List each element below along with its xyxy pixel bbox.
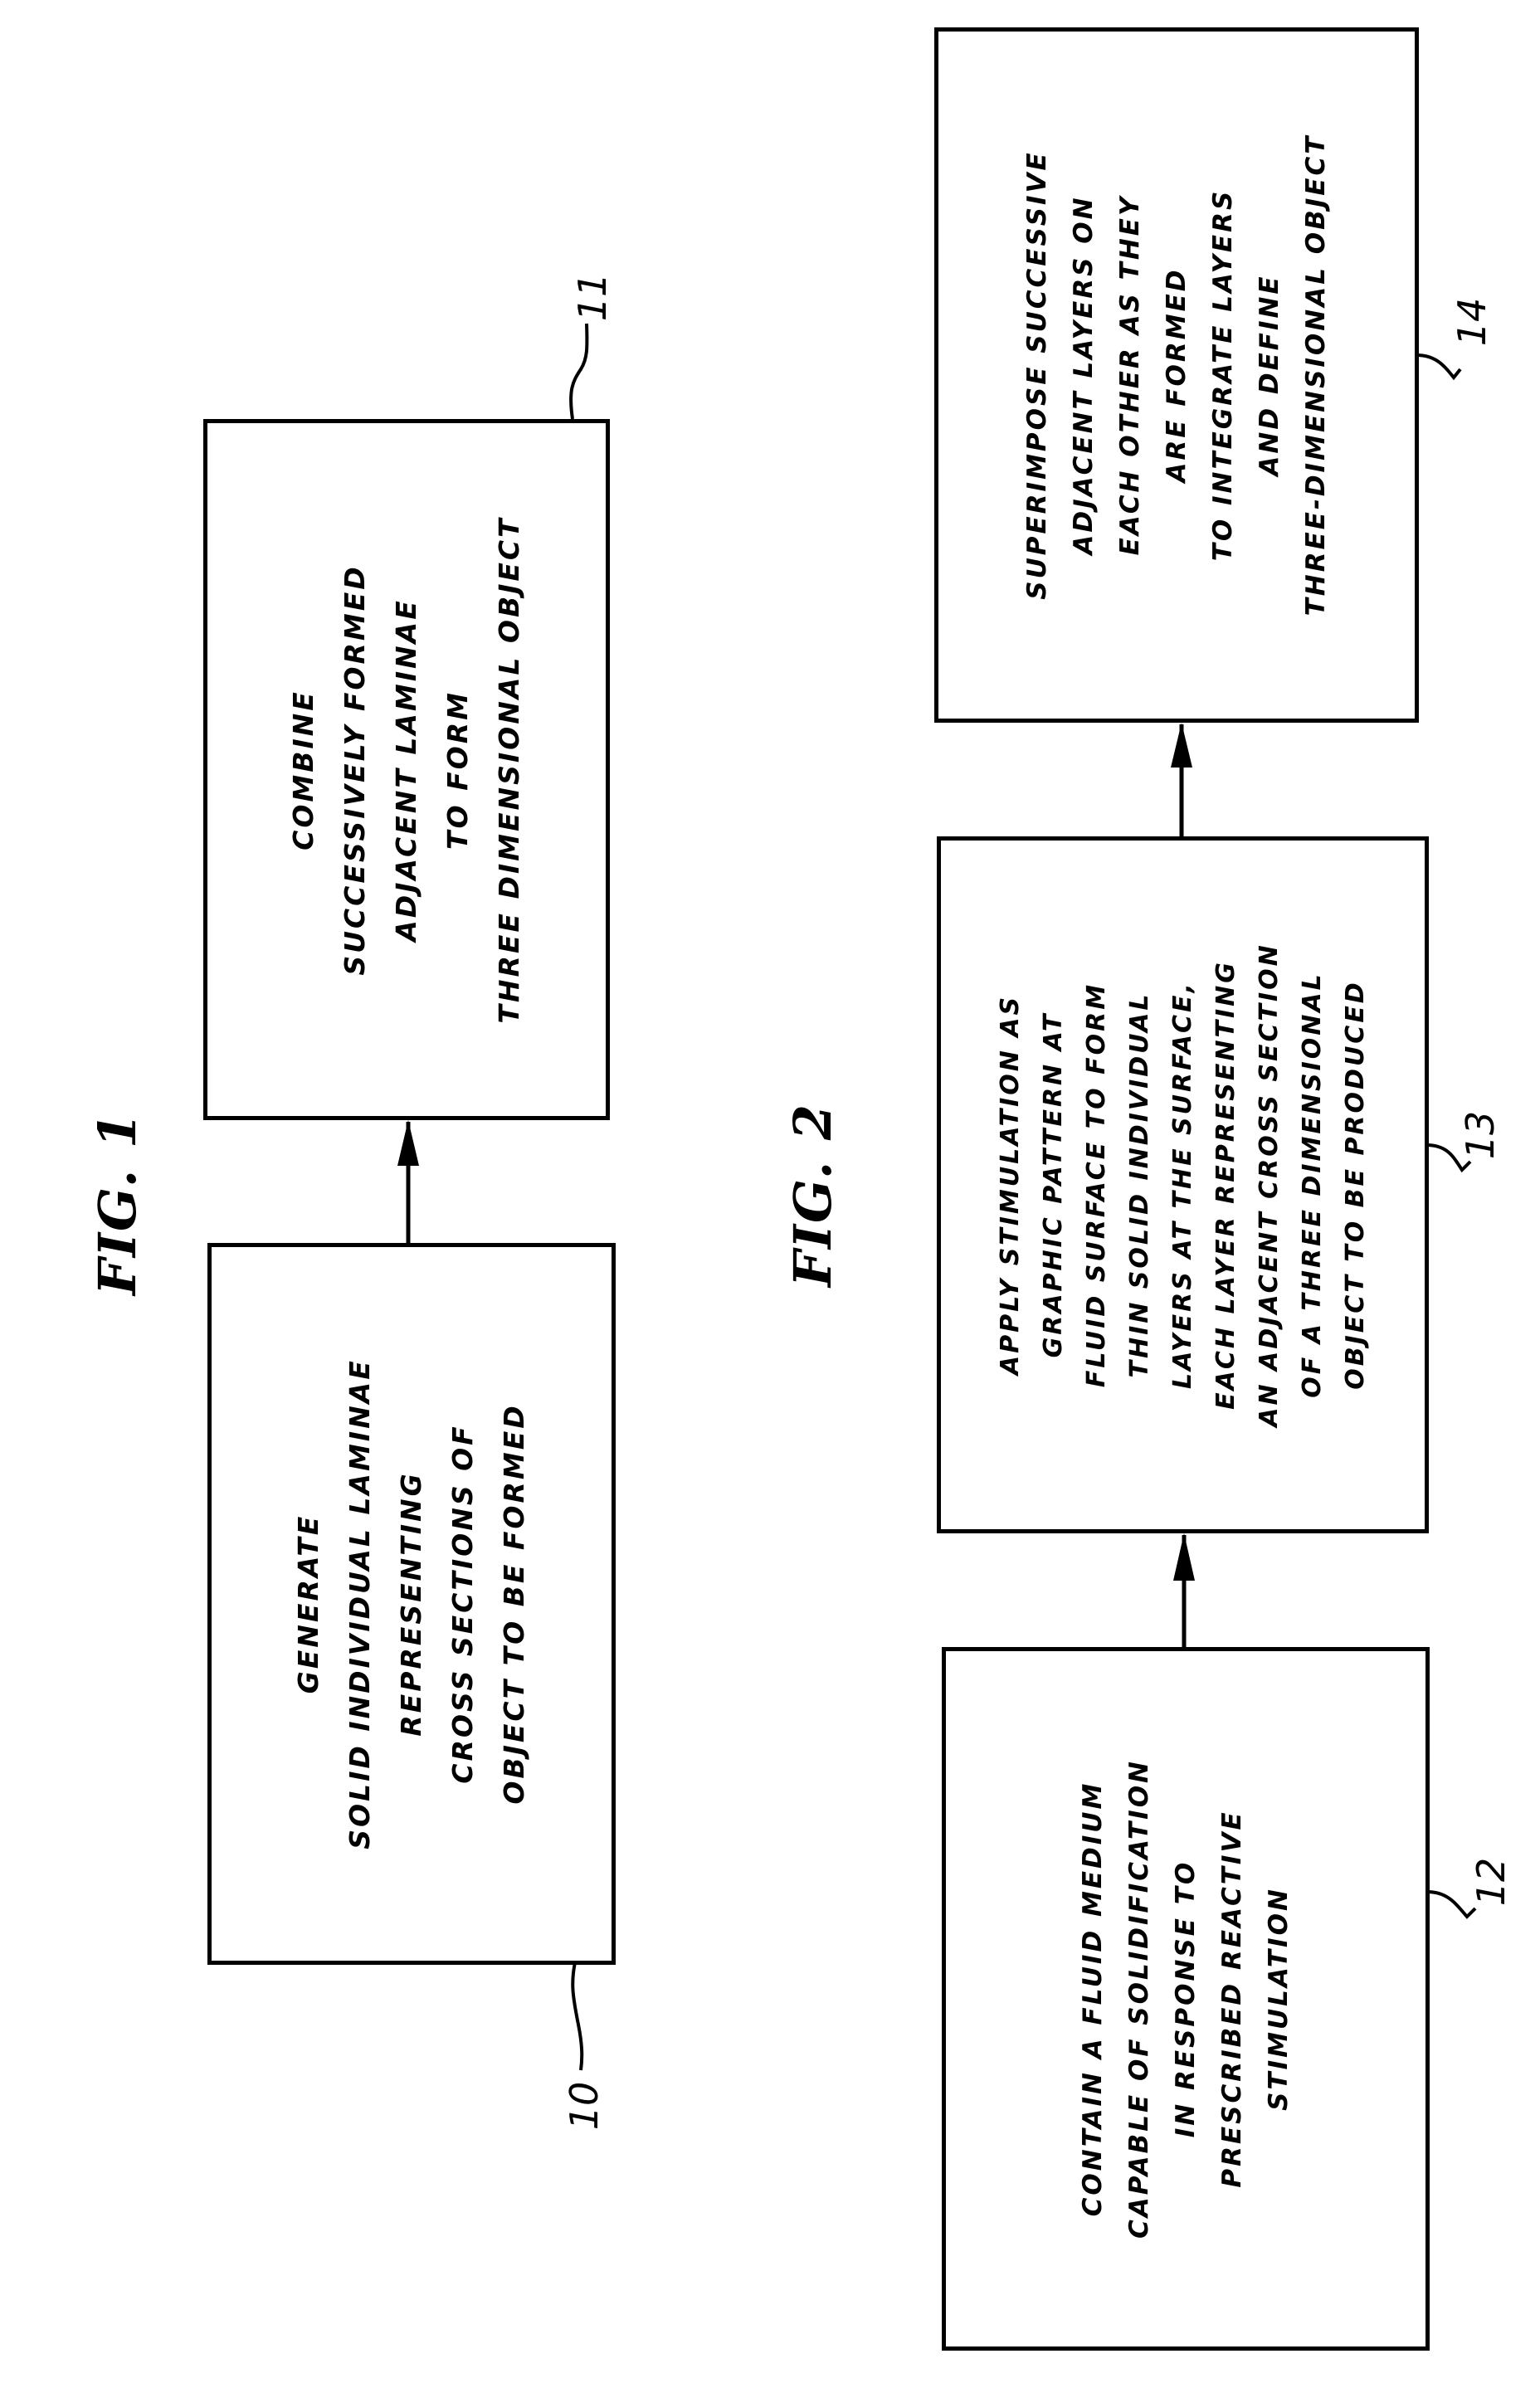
step-line: THREE-DIMENSIONAL OBJECT (1293, 134, 1339, 616)
flow-arrow-13-to-14 (1171, 723, 1192, 838)
reference-numeral-12: 12 (1469, 1857, 1515, 1907)
leader-line-10 (573, 1962, 582, 2070)
reference-numeral-11: 11 (570, 272, 616, 322)
step-line: GRAPHIC PATTERN AT (1032, 943, 1075, 1426)
arrow-head-icon (1171, 723, 1192, 768)
step-line: SUCCESSIVELY FORMED (329, 516, 381, 1023)
reference-numeral-10: 10 (562, 2081, 608, 2131)
step-line: STIMULATION (1255, 1759, 1302, 2239)
leader-line-11 (571, 324, 587, 419)
step-line: THREE DIMENSIONAL OBJECT (484, 516, 535, 1023)
flow-step-box-11: COMBINE SUCCESSIVELY FORMED ADJACENT LAM… (203, 419, 610, 1120)
arrow-head-icon (397, 1120, 419, 1166)
step-line: APPLY STIMULATION AS (989, 943, 1032, 1426)
flow-step-box-14: SUPERIMPOSE SUCCESSIVE ADJACENT LAYERS O… (934, 27, 1419, 723)
step-line: IN RESPONSE TO (1162, 1759, 1209, 2239)
step-text-10: GENERATE SOLID INDIVIDUAL LAMINAE REPRES… (283, 1358, 540, 1849)
step-line: ADJACENT LAMINAE (381, 516, 432, 1023)
step-text-11: COMBINE SUCCESSIVELY FORMED ADJACENT LAM… (278, 516, 535, 1023)
step-line: ADJACENT LAYERS ON (1060, 134, 1107, 616)
flow-arrow-12-to-13 (1173, 1533, 1195, 1649)
step-line: EACH OTHER AS THEY (1107, 134, 1153, 616)
step-line: REPRESENTING (386, 1358, 437, 1849)
step-line: LAYERS AT THE SURFACE, (1162, 943, 1205, 1426)
step-line: CAPABLE OF SOLIDIFICATION (1116, 1759, 1162, 2239)
step-line: TO FORM (432, 516, 484, 1023)
step-line: GENERATE (283, 1358, 334, 1849)
step-line: FLUID SURFACE TO FORM (1075, 943, 1118, 1426)
figure-label-fig-2: FIG. 2 (782, 1095, 841, 1294)
step-line: SUPERIMPOSE SUCCESSIVE (1014, 134, 1060, 616)
step-text-12: CONTAIN A FLUID MEDIUM CAPABLE OF SOLIDI… (1070, 1759, 1302, 2239)
step-line: CONTAIN A FLUID MEDIUM (1070, 1759, 1116, 2239)
step-line: COMBINE (278, 516, 329, 1023)
step-line: EACH LAYER REPRESENTING (1205, 943, 1248, 1426)
step-line: THIN SOLID INDIVIDUAL (1118, 943, 1162, 1426)
reference-numeral-13: 13 (1458, 1110, 1504, 1160)
step-line: CROSS SECTIONS OF (437, 1358, 489, 1849)
step-line: TO INTEGRATE LAYERS (1200, 134, 1246, 616)
step-line: PRESCRIBED REACTIVE (1209, 1759, 1255, 2239)
step-text-14: SUPERIMPOSE SUCCESSIVE ADJACENT LAYERS O… (1014, 134, 1339, 616)
flow-step-box-12: CONTAIN A FLUID MEDIUM CAPABLE OF SOLIDI… (942, 1647, 1430, 2351)
step-line: OBJECT TO BE PRODUCED (1334, 943, 1377, 1426)
flow-arrow-10-to-11 (397, 1120, 419, 1245)
arrow-head-icon (1173, 1533, 1195, 1581)
reference-numeral-14: 14 (1450, 297, 1496, 347)
step-line: ARE FORMED (1153, 134, 1200, 616)
step-line: OF A THREE DIMENSIONAL (1291, 943, 1334, 1426)
step-text-13: APPLY STIMULATION AS GRAPHIC PATTERN AT … (989, 943, 1377, 1426)
figure-label-fig-1: FIG. 1 (87, 1104, 145, 1303)
step-line: OBJECT TO BE FORMED (489, 1358, 540, 1849)
flow-step-box-13: APPLY STIMULATION AS GRAPHIC PATTERN AT … (937, 836, 1429, 1533)
step-line: AND DEFINE (1246, 134, 1293, 616)
flow-step-box-10: GENERATE SOLID INDIVIDUAL LAMINAE REPRES… (207, 1243, 616, 1965)
step-line: SOLID INDIVIDUAL LAMINAE (334, 1358, 386, 1849)
leader-line-14 (1416, 355, 1460, 378)
step-line: AN ADJACENT CROSS SECTION (1248, 943, 1291, 1426)
